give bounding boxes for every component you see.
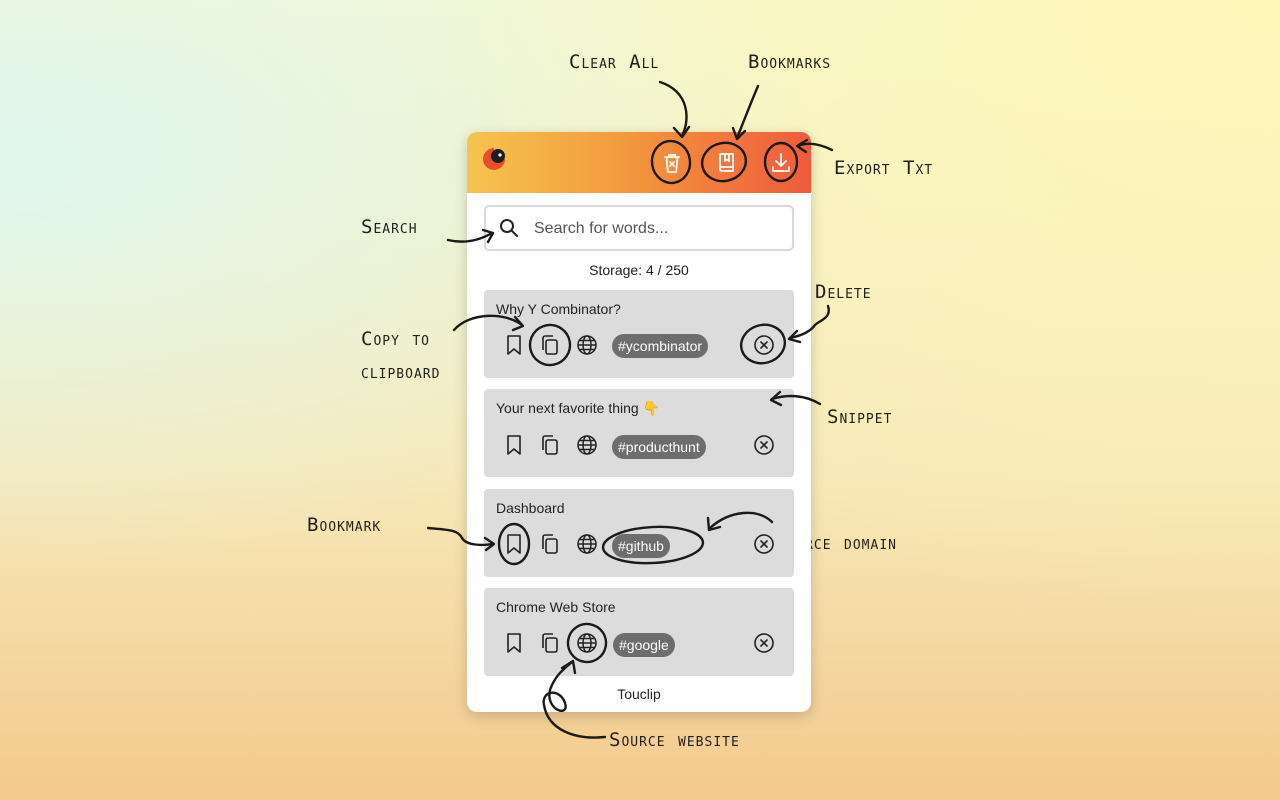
export-txt-button[interactable]	[765, 147, 797, 179]
source-website-button[interactable]	[575, 631, 599, 655]
globe-icon	[577, 534, 597, 554]
source-domain-tag[interactable]: #google	[613, 633, 675, 657]
clear-all-button[interactable]	[656, 147, 688, 179]
annotation-snippet: Snippet	[827, 406, 893, 428]
copy-icon	[542, 534, 558, 554]
annotation-bookmarks: Bookmarks	[748, 51, 832, 73]
bookmark-icon	[507, 435, 521, 455]
copy-icon	[542, 335, 558, 355]
bookmark-button[interactable]	[502, 631, 526, 655]
snippet-card: Dashboard #github	[484, 489, 794, 577]
annotation-clipboard: clipboard	[361, 361, 441, 383]
source-website-button[interactable]	[575, 532, 599, 556]
bookmark-icon	[507, 335, 521, 355]
snippet-title: Dashboard	[496, 500, 565, 516]
delete-button[interactable]	[752, 631, 776, 655]
snippet-card: Why Y Combinator? #ycombinator	[484, 290, 794, 378]
popup-header	[467, 132, 811, 193]
bookmarks-button[interactable]	[711, 147, 743, 179]
bookmark-button[interactable]	[502, 532, 526, 556]
snippet-title: Chrome Web Store	[496, 599, 616, 615]
search-box	[484, 205, 794, 251]
snippet-title: Why Y Combinator?	[496, 301, 621, 317]
close-circle-icon	[754, 435, 774, 455]
source-domain-tag[interactable]: #producthunt	[612, 435, 706, 459]
annotation-bookmark: Bookmark	[307, 514, 382, 536]
close-circle-icon	[754, 633, 774, 653]
delete-button[interactable]	[752, 532, 776, 556]
copy-icon	[542, 633, 558, 653]
close-circle-icon	[754, 534, 774, 554]
source-website-button[interactable]	[575, 333, 599, 357]
extension-popup: Storage: 4 / 250 Why Y Combinator? #ycom…	[467, 132, 811, 712]
copy-button[interactable]	[538, 631, 562, 655]
close-circle-icon	[754, 335, 774, 355]
annotation-clear-all: Clear All	[569, 51, 660, 73]
footer-brand: Touclip	[617, 686, 661, 702]
bookmark-icon	[507, 534, 521, 554]
source-website-button[interactable]	[575, 433, 599, 457]
touclip-logo-icon	[483, 148, 505, 170]
snippet-card: Your next favorite thing 👇 #producthunt	[484, 389, 794, 477]
bookmark-button[interactable]	[502, 333, 526, 357]
source-domain-tag[interactable]: #ycombinator	[612, 334, 709, 358]
bookmark-icon	[507, 633, 521, 653]
globe-icon	[577, 435, 597, 455]
annotation-source-website: Source website	[609, 729, 740, 751]
download-icon	[772, 153, 790, 172]
annotation-search: Search	[361, 216, 418, 238]
trash-icon	[664, 154, 680, 173]
copy-button[interactable]	[538, 333, 562, 357]
search-icon	[500, 219, 518, 237]
bookmark-button[interactable]	[502, 433, 526, 457]
source-domain-tag[interactable]: #github	[612, 534, 670, 558]
copy-button[interactable]	[538, 433, 562, 457]
annotation-delete: Delete	[815, 281, 872, 303]
storage-count: Storage: 4 / 250	[589, 262, 689, 278]
globe-icon	[577, 633, 597, 653]
copy-icon	[542, 435, 558, 455]
book-icon	[719, 153, 734, 172]
copy-button[interactable]	[538, 532, 562, 556]
snippet-card: Chrome Web Store #google	[484, 588, 794, 676]
globe-icon	[577, 335, 597, 355]
delete-button[interactable]	[752, 433, 776, 457]
annotation-copy-to: Copy to	[361, 328, 431, 350]
delete-button[interactable]	[752, 333, 776, 357]
search-input[interactable]	[532, 215, 786, 243]
snippet-title: Your next favorite thing 👇	[496, 400, 661, 416]
annotation-export-txt: Export Txt	[834, 157, 934, 179]
